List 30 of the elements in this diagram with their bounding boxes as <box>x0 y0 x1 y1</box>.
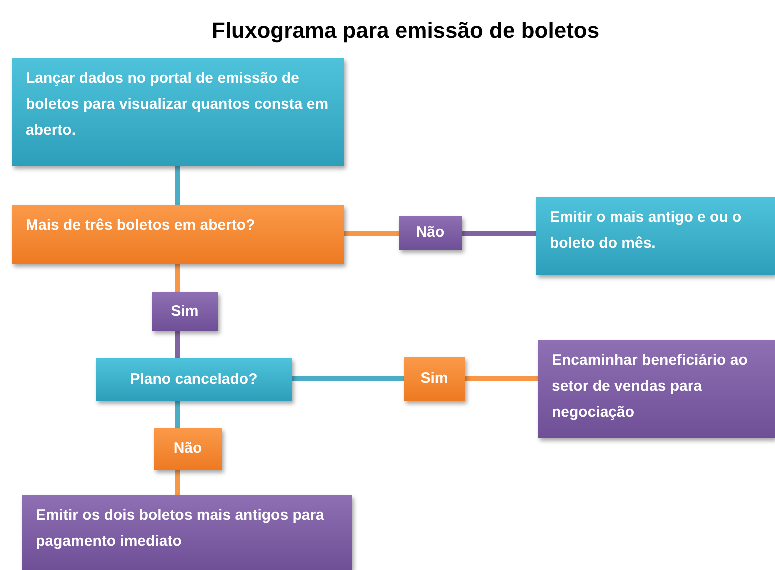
box-text: Não <box>416 223 445 243</box>
decision-box <box>96 358 292 401</box>
box-text: Lançar dados no portal de emissão de boletos para visualizar quantos consta em aberto. <box>26 69 330 141</box>
connector-line <box>176 401 180 428</box>
connector-line <box>462 232 536 236</box>
answer-box <box>399 216 462 250</box>
connector-line <box>176 470 180 495</box>
box-text: Plano cancelado? <box>130 370 258 390</box>
answer-box <box>152 292 218 331</box>
box-text: Emitir o mais antigo e ou o boleto do mês. <box>550 208 743 254</box>
box-text: Encaminhar beneficiário ao setor de vendas para negociação <box>552 351 749 423</box>
connector-line <box>344 232 399 236</box>
box-text: Emitir os dois boletos mais antigos para pagamento imediato <box>36 506 326 552</box>
connector-line <box>465 376 538 382</box>
box-text: Sim <box>420 369 448 389</box>
diagram-title: Fluxograma para emissão de boletos <box>212 17 600 45</box>
connector-line <box>176 331 180 358</box>
answer-box <box>154 428 222 470</box>
box-text: Mais de três boletos em aberto? <box>26 216 256 236</box>
process-box <box>22 495 352 570</box>
process-box <box>12 58 344 166</box>
connector-line <box>292 376 404 382</box>
decision-box <box>12 205 344 264</box>
process-box <box>536 197 775 275</box>
box-text: Sim <box>171 302 199 322</box>
box-text: Não <box>174 439 202 459</box>
connector-line <box>176 264 180 292</box>
process-box <box>538 340 775 438</box>
connector-line <box>176 166 180 205</box>
answer-box <box>404 357 465 401</box>
